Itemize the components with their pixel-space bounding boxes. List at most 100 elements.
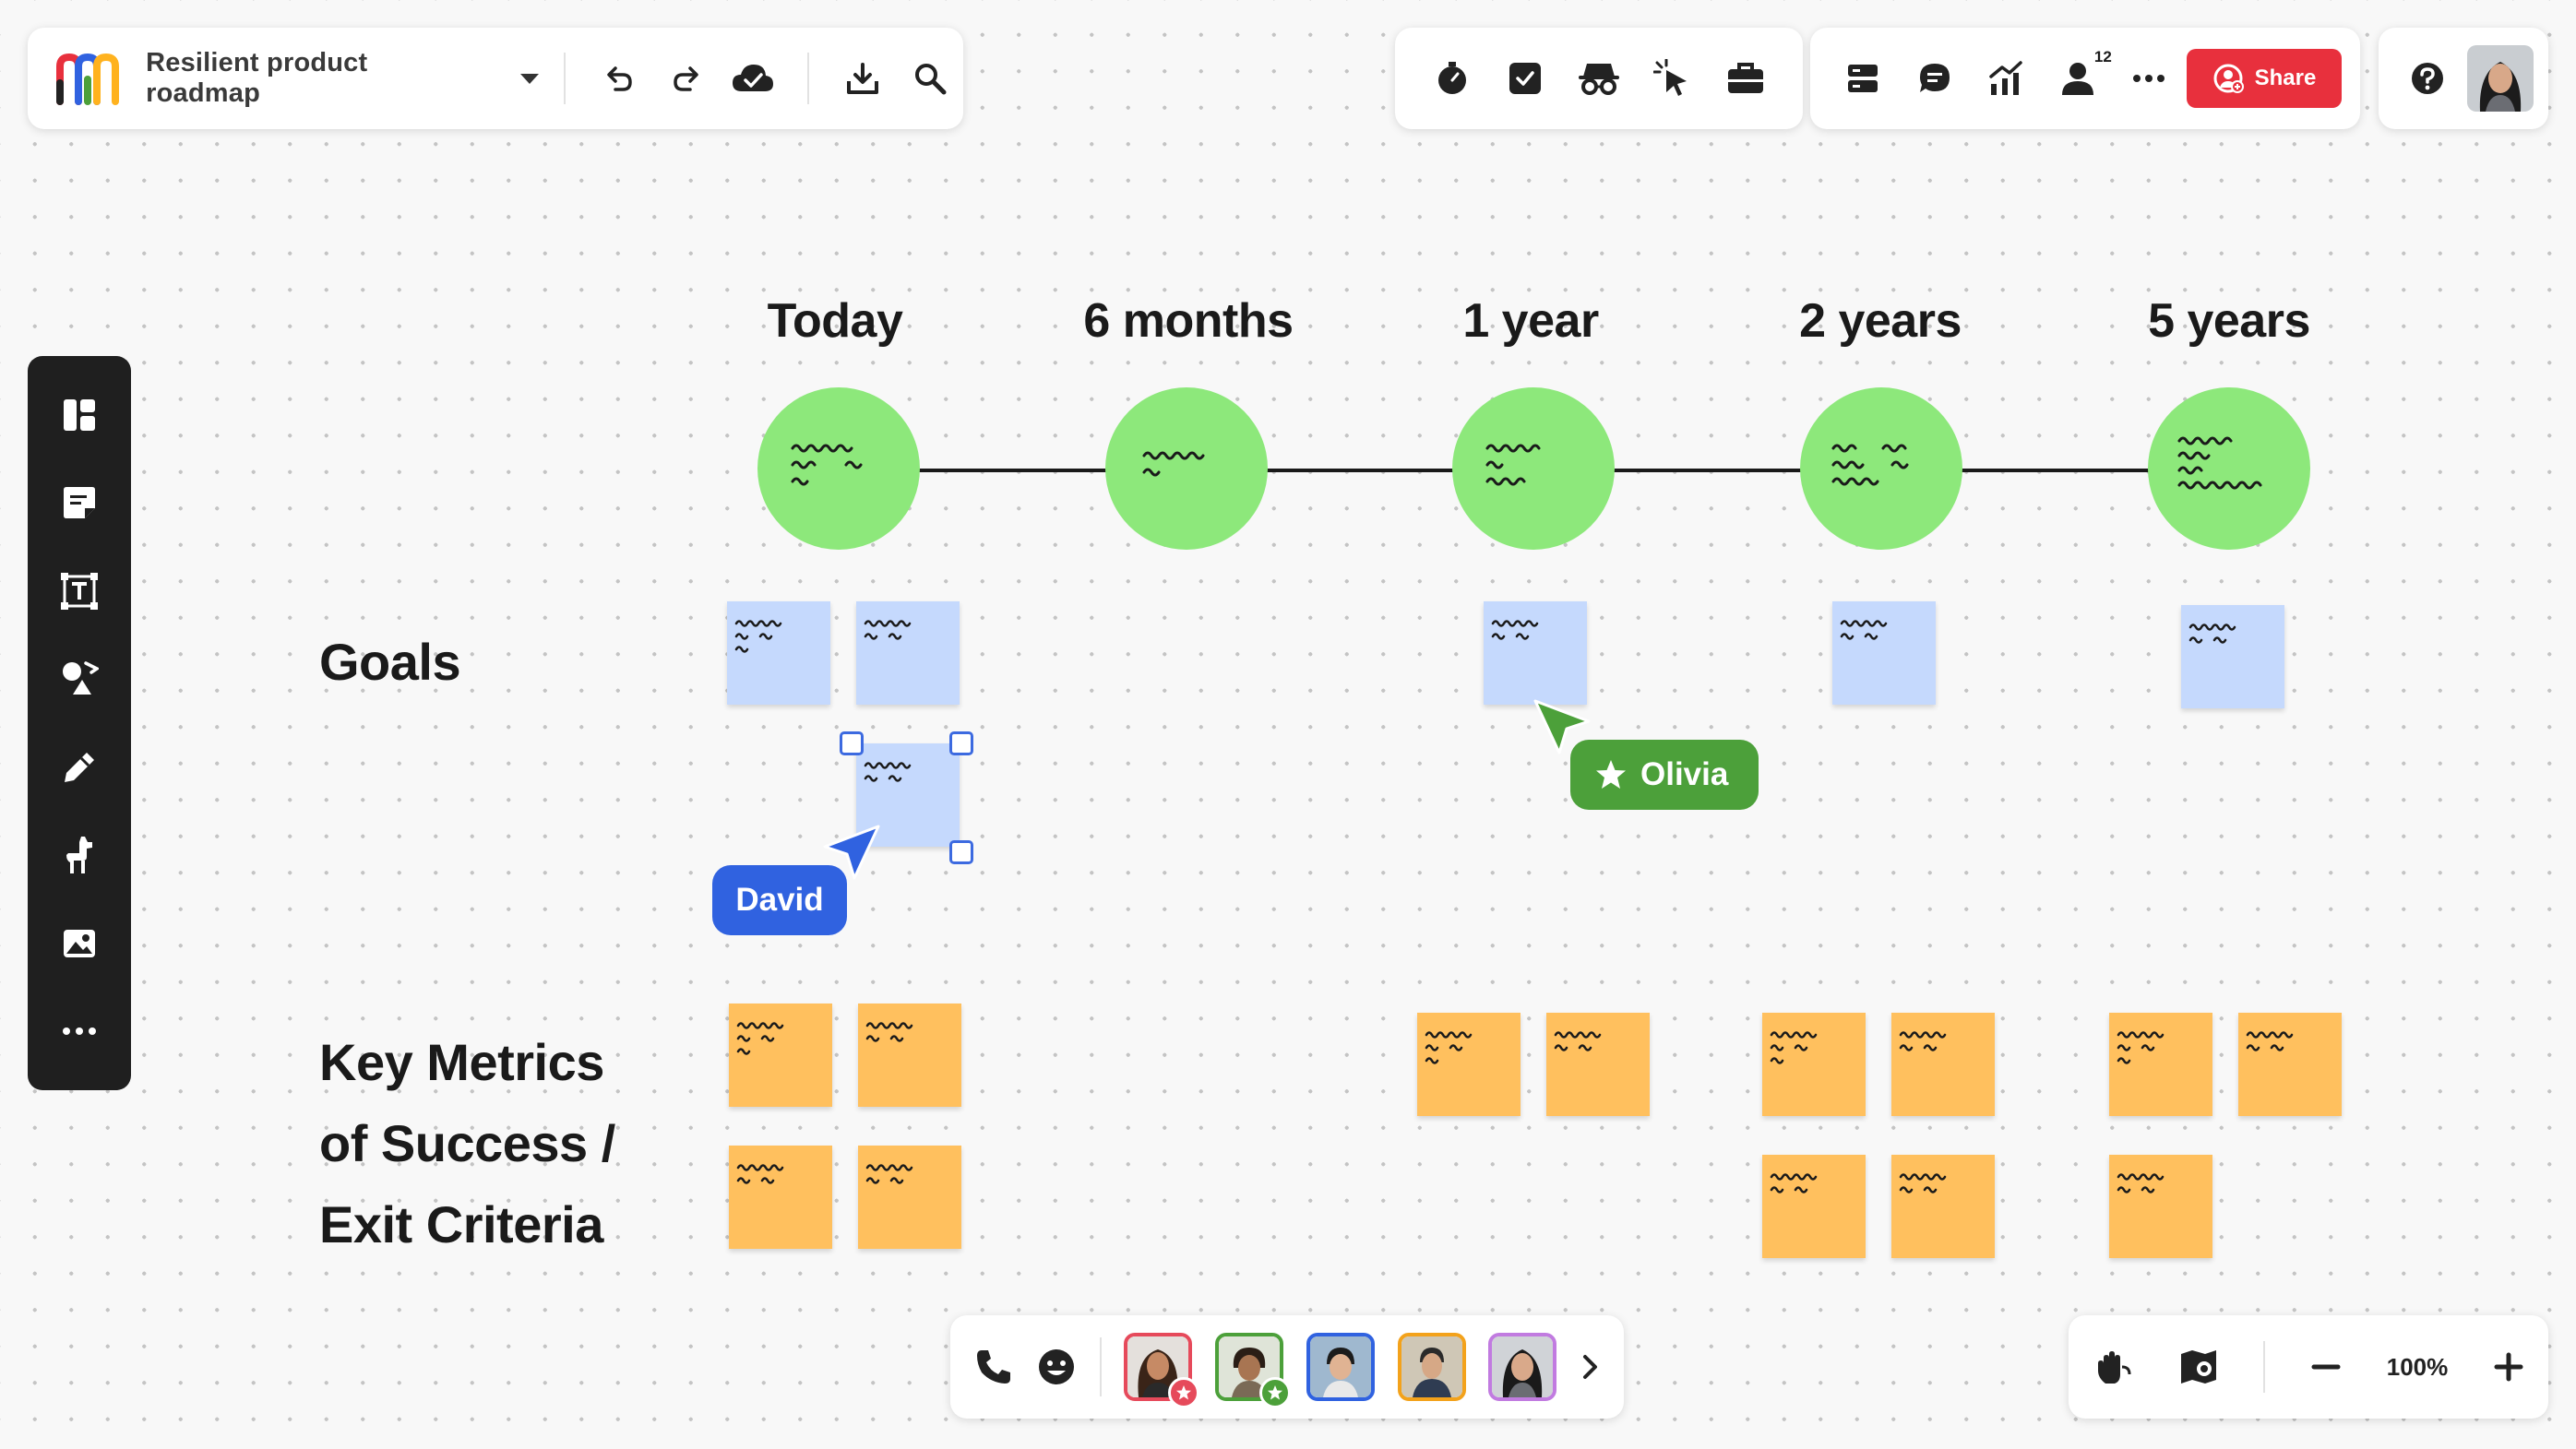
phone-icon[interactable]	[974, 1348, 1013, 1386]
private-mode-icon[interactable]	[1572, 52, 1626, 105]
pen-icon[interactable]	[52, 740, 107, 795]
sticky-note[interactable]	[856, 601, 960, 705]
call-panel	[950, 1315, 1624, 1419]
reactions-icon[interactable]	[1036, 1347, 1077, 1387]
sticky-note[interactable]	[1832, 601, 1936, 705]
sticky-note[interactable]	[1762, 1013, 1866, 1116]
row-label-metrics-line-2: of Success /	[319, 1114, 615, 1172]
board-title[interactable]: Resilient product roadmap	[146, 48, 368, 108]
sticky-note[interactable]	[1417, 1013, 1521, 1116]
app-logo[interactable]	[52, 51, 124, 106]
column-header-2-years: 2 years	[1799, 294, 1962, 348]
milestone-circle[interactable]	[1452, 387, 1615, 550]
cohost-star-badge	[1259, 1377, 1291, 1408]
milestone-circle[interactable]	[757, 387, 920, 550]
export-icon[interactable]	[837, 52, 889, 105]
zoom-in-icon[interactable]	[2493, 1351, 2524, 1383]
divider	[2263, 1341, 2266, 1393]
left-toolbar	[28, 356, 131, 1090]
column-header-today: Today	[767, 294, 903, 348]
selection-handle[interactable]	[949, 840, 973, 864]
zoom-panel: 100%	[2069, 1315, 2548, 1419]
voting-icon[interactable]	[1498, 52, 1552, 105]
participant-avatar[interactable]	[1306, 1333, 1375, 1401]
zoom-out-icon[interactable]	[2310, 1351, 2342, 1383]
sticky-note[interactable]	[729, 1146, 832, 1249]
cursor-label-olivia: Olivia	[1570, 740, 1759, 810]
selection-handle[interactable]	[840, 731, 864, 755]
layers-icon[interactable]	[1836, 52, 1890, 105]
sticky-note[interactable]	[1484, 601, 1587, 705]
sticky-note[interactable]	[2238, 1013, 2342, 1116]
activity-icon[interactable]	[1979, 52, 2033, 105]
llama-icon[interactable]	[52, 827, 107, 883]
more-icon[interactable]	[2122, 52, 2176, 105]
column-header-5-years: 5 years	[2148, 294, 2310, 348]
participant-avatar[interactable]	[1397, 1333, 1466, 1401]
collaboration-tools-panel	[1395, 28, 1803, 129]
selection-handle[interactable]	[949, 731, 973, 755]
sticky-note-icon[interactable]	[52, 475, 107, 530]
sticky-note[interactable]	[2109, 1013, 2212, 1116]
more-tools-icon[interactable]	[52, 1004, 107, 1059]
milestone-circle[interactable]	[2148, 387, 2310, 550]
share-button[interactable]: Share	[2186, 49, 2342, 108]
undo-icon[interactable]	[593, 52, 646, 105]
participant-avatar[interactable]	[1124, 1333, 1200, 1408]
row-label-metrics-line-1: Key Metrics	[319, 1033, 604, 1091]
sticky-note[interactable]	[1891, 1155, 1995, 1258]
cursor-name-olivia: Olivia	[1640, 756, 1729, 792]
comments-icon[interactable]	[1908, 52, 1962, 105]
row-label-goals: Goals	[319, 633, 461, 691]
collaborators-icon[interactable]: 12	[2051, 48, 2112, 105]
sticky-note[interactable]	[1891, 1013, 1995, 1116]
shapes-icon[interactable]	[52, 651, 107, 707]
milestone-circle[interactable]	[1105, 387, 1268, 550]
text-icon[interactable]	[52, 564, 107, 619]
share-label: Share	[2254, 65, 2317, 90]
divider	[1099, 1337, 1102, 1396]
chevron-right-icon[interactable]	[1580, 1353, 1600, 1381]
divider	[806, 53, 809, 104]
divider	[563, 53, 566, 104]
share-panel: 12 Share	[1810, 28, 2360, 129]
attention-cursor-icon[interactable]	[1646, 52, 1699, 105]
user-avatar[interactable]	[2467, 45, 2534, 112]
cursor-label-david: David	[712, 865, 847, 935]
sticky-note[interactable]	[2109, 1155, 2212, 1258]
sticky-note[interactable]	[729, 1004, 832, 1107]
milestone-circle[interactable]	[1800, 387, 1962, 550]
sticky-note[interactable]	[1762, 1155, 1866, 1258]
image-icon[interactable]	[52, 916, 107, 971]
row-label-metrics-line-3: Exit Criteria	[319, 1195, 603, 1253]
host-star-badge	[1168, 1377, 1200, 1408]
account-panel	[2379, 28, 2548, 129]
minimap-icon[interactable]	[2178, 1347, 2219, 1387]
column-header-1-year: 1 year	[1462, 294, 1599, 348]
sticky-note[interactable]	[858, 1004, 961, 1107]
cursor-arrow-david	[823, 825, 880, 880]
star-icon	[1594, 758, 1628, 791]
sticky-note[interactable]	[727, 601, 830, 705]
cursor-arrow-olivia	[1533, 699, 1591, 754]
hand-tool-icon[interactable]	[2093, 1347, 2133, 1387]
board-panel: Resilient product roadmap	[28, 28, 963, 129]
timer-icon[interactable]	[1425, 52, 1479, 105]
sticky-note[interactable]	[858, 1146, 961, 1249]
search-icon[interactable]	[903, 52, 956, 105]
help-icon[interactable]	[2401, 52, 2454, 105]
sticky-note[interactable]	[1546, 1013, 1650, 1116]
zoom-level[interactable]: 100%	[2386, 1352, 2449, 1381]
cloud-saved-icon[interactable]	[727, 52, 780, 105]
templates-icon[interactable]	[52, 387, 107, 443]
redo-icon[interactable]	[661, 52, 713, 105]
column-header-6-months: 6 months	[1083, 294, 1294, 348]
cursor-name-david: David	[735, 882, 824, 918]
participant-avatar[interactable]	[1215, 1333, 1291, 1408]
sticky-note[interactable]	[2181, 605, 2284, 708]
collaborator-count-badge: 12	[2093, 48, 2112, 65]
chevron-down-icon[interactable]	[517, 65, 543, 92]
share-user-icon	[2212, 63, 2244, 94]
toolbox-icon[interactable]	[1719, 52, 1772, 105]
participant-avatar[interactable]	[1488, 1333, 1557, 1401]
